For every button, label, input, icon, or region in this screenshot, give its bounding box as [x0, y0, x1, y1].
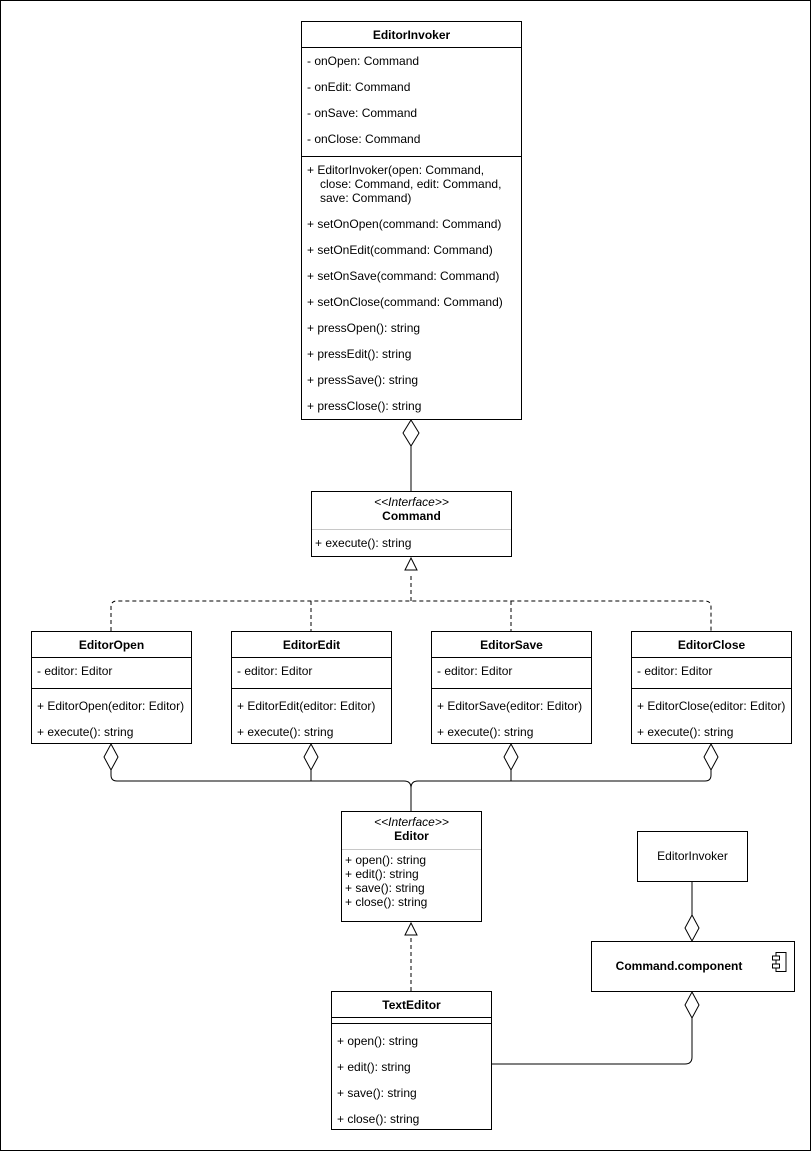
method-row: + pressEdit(): string: [307, 347, 412, 361]
aggregation-diamond-editor-close: [703, 742, 719, 772]
aggregation-diamond-editor-save: [503, 742, 519, 772]
class-editor-save: EditorSave - editor: Editor + EditorSave…: [431, 631, 592, 744]
method-row: + execute(): string: [437, 725, 534, 739]
method-row: + save(): string: [337, 1086, 417, 1100]
method-row: + open(): string: [345, 853, 427, 867]
class-editor-close: EditorClose - editor: Editor + EditorClo…: [631, 631, 792, 744]
attribute-row: - editor: Editor: [237, 664, 313, 678]
component-label: Command.component: [615, 959, 743, 973]
class-name-editor-save: EditorSave: [432, 632, 591, 658]
editor-invoker-box: EditorInvoker: [637, 831, 748, 882]
interface-header-command: <<Interface>> Command: [312, 492, 511, 530]
method-row: + pressClose(): string: [307, 399, 422, 413]
constructor-row: + EditorInvoker(open: Command, close: Co…: [302, 157, 521, 211]
attribute-row: - onOpen: Command: [307, 54, 420, 68]
constructor-line: save: Command): [320, 191, 412, 205]
method-row: + EditorOpen(editor: Editor): [37, 699, 185, 713]
attribute-row: - onSave: Command: [307, 106, 418, 120]
method-row: + open(): string: [337, 1034, 419, 1048]
class-name-editor-close: EditorClose: [632, 632, 791, 658]
aggregation-diamond-texteditor: [684, 990, 700, 1020]
attribute-row: - onClose: Command: [307, 132, 421, 146]
method-row: + EditorClose(editor: Editor): [637, 699, 786, 713]
attribute-row: - editor: Editor: [437, 664, 513, 678]
attributes-section: - editor: Editor: [632, 658, 791, 689]
methods-section: + execute(): string: [312, 530, 511, 556]
attribute-row: - onEdit: Command: [307, 80, 411, 94]
aggregation-diamond-invoker: [402, 419, 420, 447]
class-name-editor-edit: EditorEdit: [232, 632, 391, 658]
attributes-section: - editor: Editor: [432, 658, 591, 689]
method-row: + EditorEdit(editor: Editor): [237, 699, 376, 713]
methods-section: + EditorClose(editor: Editor) + execute(…: [632, 689, 791, 745]
method-row: + pressSave(): string: [307, 373, 419, 387]
attributes-section-empty: [332, 1018, 491, 1024]
method-row: + pressOpen(): string: [307, 321, 421, 335]
method-row: + execute(): string: [237, 725, 334, 739]
method-row: + save(): string: [345, 881, 425, 895]
constructor-line: + EditorInvoker(open: Command,: [307, 163, 485, 177]
methods-section: + EditorEdit(editor: Editor) + execute()…: [232, 689, 391, 745]
class-name-editor-open: EditorOpen: [32, 632, 191, 658]
method-row: + execute(): string: [315, 536, 412, 550]
aggregation-diamond-editor-edit: [303, 742, 319, 772]
interface-name-command: Command: [382, 509, 441, 523]
class-editor-open: EditorOpen - editor: Editor + EditorOpen…: [31, 631, 192, 744]
interface-name-editor: Editor: [394, 829, 429, 843]
stereotype-label: <<Interface>>: [374, 815, 449, 829]
method-row: + EditorSave(editor: Editor): [437, 699, 583, 713]
class-name-text-editor: TextEditor: [332, 992, 491, 1018]
class-text-editor: TextEditor + open(): string + edit(): st…: [331, 991, 492, 1130]
methods-section: + EditorSave(editor: Editor) + execute()…: [432, 689, 591, 745]
stereotype-label: <<Interface>>: [374, 495, 449, 509]
method-row: + execute(): string: [37, 725, 134, 739]
aggregation-diamond-editor-open: [103, 742, 119, 772]
aggregation-diamond-component: [684, 913, 700, 943]
attribute-row: - editor: Editor: [637, 664, 713, 678]
method-row: + close(): string: [337, 1112, 420, 1126]
methods-section: + EditorOpen(editor: Editor) + execute()…: [32, 689, 191, 745]
methods-section: + EditorInvoker(open: Command, close: Co…: [302, 157, 521, 419]
method-row: + setOnSave(command: Command): [307, 269, 500, 283]
component-icon: [772, 952, 787, 972]
interface-header-editor: <<Interface>> Editor: [342, 812, 481, 850]
method-row: + execute(): string: [637, 725, 734, 739]
method-row: + edit(): string: [345, 867, 419, 881]
method-row: + setOnClose(command: Command): [307, 295, 503, 309]
realization-connector-commands: [110, 573, 712, 631]
realization-arrowhead-editor: [404, 921, 418, 936]
attributes-section: - onOpen: Command - onEdit: Command - on…: [302, 48, 521, 157]
attributes-section: - editor: Editor: [232, 658, 391, 689]
interface-editor: <<Interface>> Editor + open(): string + …: [341, 811, 482, 922]
aggregation-connector-texteditor-component: [492, 1018, 693, 1065]
command-component-box: Command.component: [591, 941, 795, 992]
interface-command: <<Interface>> Command + execute(): strin…: [311, 491, 512, 557]
realization-arrowhead-command: [404, 556, 418, 571]
attribute-row: - editor: Editor: [37, 664, 113, 678]
method-row: + setOnEdit(command: Command): [307, 243, 493, 257]
class-editor-edit: EditorEdit - editor: Editor + EditorEdit…: [231, 631, 392, 744]
class-name-editor-invoker: EditorInvoker: [302, 22, 521, 48]
method-row: + close(): string: [345, 895, 428, 909]
constructor-line: close: Command, edit: Command,: [320, 177, 502, 191]
attributes-section: - editor: Editor: [32, 658, 191, 689]
method-row: + edit(): string: [337, 1060, 411, 1074]
method-row: + setOnOpen(command: Command): [307, 217, 502, 231]
aggregation-connector-commands-editor: [110, 770, 712, 811]
methods-section: + open(): string + edit(): string + save…: [332, 1024, 491, 1132]
class-editor-invoker: EditorInvoker - onOpen: Command - onEdit…: [301, 21, 522, 420]
methods-section: + open(): string + edit(): string + save…: [342, 850, 481, 913]
